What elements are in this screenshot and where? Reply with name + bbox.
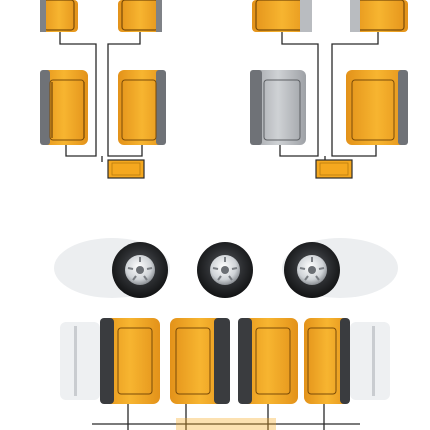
bottom-tire-4 <box>304 318 350 404</box>
top-left-twin-wheel-group <box>40 0 166 179</box>
wheel-right <box>284 242 340 298</box>
center-valve-box-icon <box>107 159 145 179</box>
top-left-lower-tire-right <box>118 70 166 145</box>
top-right-twin-wheel-group <box>250 0 408 179</box>
top-left-upper-tire-right <box>118 0 162 32</box>
wheel-left <box>112 242 168 298</box>
hose-line <box>107 140 143 157</box>
top-right-lower-tire-left <box>250 70 306 145</box>
hose-line <box>281 32 319 58</box>
hose-line <box>107 32 141 58</box>
hose-line <box>59 32 97 58</box>
bottom-tire-2 <box>170 318 230 404</box>
top-left-upper-tire-left <box>40 0 78 32</box>
top-right-upper-tire-right <box>350 0 408 32</box>
rolling-wheels-row <box>54 238 398 298</box>
ghost-tire <box>350 322 390 400</box>
wheel-center <box>197 242 253 298</box>
top-left-lower-tire-left <box>40 70 88 145</box>
ghost-tire <box>60 322 100 400</box>
bottom-tire-3 <box>238 318 298 404</box>
hose-line <box>65 140 97 157</box>
top-right-upper-tire-left <box>252 0 312 32</box>
hose-line <box>331 140 377 157</box>
bottom-tire-1 <box>100 318 160 404</box>
valve-box-partial <box>176 418 276 430</box>
hose-line <box>279 140 319 157</box>
bottom-tread-assembly <box>60 318 390 430</box>
center-valve-box-icon <box>315 159 353 179</box>
top-right-lower-tire-right <box>346 70 408 145</box>
hose-line <box>331 32 379 58</box>
